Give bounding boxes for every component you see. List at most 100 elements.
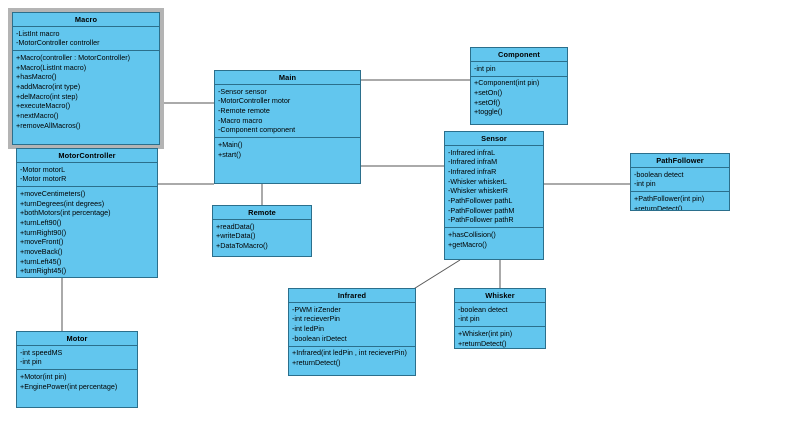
class-attributes-pathfollower: -boolean detect-int pin xyxy=(631,167,729,193)
method-row: +turnDegrees(int degrees) xyxy=(20,198,105,208)
attribute-row: -MotorController motor xyxy=(218,96,291,106)
class-attributes-sensor: -Infrared infraL-Infrared infraM-Infrare… xyxy=(445,145,543,229)
class-methods-whisker: +Whisker(int pin)+returnDetect() xyxy=(455,327,545,348)
method-row: +writeData() xyxy=(216,231,256,241)
method-row: +Motor(int pin) xyxy=(20,371,67,381)
method-row: +addMacro(int type) xyxy=(16,81,81,91)
method-row: +delMacro(int step) xyxy=(16,91,78,101)
attribute-row: -int pin xyxy=(458,314,480,324)
method-row: +nextMacro() xyxy=(16,110,59,120)
method-row: +moveBack() xyxy=(20,246,63,256)
class-attributes-infrared: -PWM irZender-int recieverPin-int ledPin… xyxy=(289,302,415,347)
class-methods-macro: +Macro(controller : MotorController)+Mac… xyxy=(13,51,159,134)
class-methods-component: +Component(int pin)+setOn()+setOf()+togg… xyxy=(471,76,567,121)
method-row: +turnLeft90() xyxy=(20,217,62,227)
class-methods-remote: +readData()+writeData()+DataToMacro() xyxy=(213,219,311,254)
attribute-row: -PathFollower pathR xyxy=(448,215,514,225)
method-row: +DataToMacro() xyxy=(216,240,268,250)
method-row: +hasCollision() xyxy=(448,229,496,239)
uml-class-main[interactable]: Main-Sensor sensor-MotorController motor… xyxy=(214,70,361,184)
attribute-row: -MotorController controller xyxy=(16,38,100,48)
method-row: +Macro(controller : MotorController) xyxy=(16,52,131,62)
method-row: +toggle() xyxy=(474,107,503,117)
method-row: +bothMotors(int percentage) xyxy=(20,208,111,218)
method-row: +EnginePower(int percentage) xyxy=(20,381,118,391)
attribute-row: -ListInt macro xyxy=(16,28,60,38)
class-name-remote: Remote xyxy=(213,206,311,220)
method-row: +hasMacro() xyxy=(16,72,57,82)
uml-class-macro[interactable]: Macro-ListInt macro-MotorController cont… xyxy=(8,8,164,149)
uml-class-sensor[interactable]: Sensor-Infrared infraL-Infrared infraM-I… xyxy=(444,131,544,260)
class-attributes-motorcontroller: -Motor motorL-Motor motorR xyxy=(17,162,157,188)
attribute-row: -boolean detect xyxy=(634,169,684,179)
attribute-row: -Motor motorL xyxy=(20,164,66,174)
attribute-row: -PathFollower pathL xyxy=(448,195,513,205)
attribute-row: -Infrared infraL xyxy=(448,147,496,157)
class-methods-infrared: +Infrared(int ledPin , int recieverPin)+… xyxy=(289,346,415,371)
attribute-row: -Macro macro xyxy=(218,115,263,125)
method-row: +moveCentimeters() xyxy=(20,188,86,198)
class-name-main: Main xyxy=(215,71,360,85)
uml-class-infrared[interactable]: Infrared-PWM irZender-int recieverPin-in… xyxy=(288,288,416,376)
method-row: +Whisker(int pin) xyxy=(458,328,513,338)
attribute-row: -int speedMS xyxy=(20,347,63,357)
class-name-pathfollower: PathFollower xyxy=(631,154,729,168)
uml-class-motor[interactable]: Motor-int speedMS-int pin +Motor(int pin)… xyxy=(16,331,138,408)
method-row: +readData() xyxy=(216,221,255,231)
attribute-row: -Remote remote xyxy=(218,105,270,115)
uml-class-motorcontroller[interactable]: MotorController-Motor motorL-Motor motor… xyxy=(16,148,158,278)
class-name-motorcontroller: MotorController xyxy=(17,149,157,163)
method-row: +turnLeft45() xyxy=(20,256,62,266)
attribute-row: -boolean irDetect xyxy=(292,333,347,343)
method-row: +returnDetect() xyxy=(458,338,507,348)
attribute-row: -PathFollower pathM xyxy=(448,205,515,215)
method-row: +Infrared(int ledPin , int recieverPin) xyxy=(292,348,407,358)
attribute-row: -Motor motorR xyxy=(20,174,67,184)
attribute-row: -int recieverPin xyxy=(292,314,340,324)
connector-sensor-infrared xyxy=(411,259,461,291)
method-row: +setOf() xyxy=(474,97,501,107)
attribute-row: -PWM irZender xyxy=(292,304,341,314)
method-row: +returnDetect() xyxy=(292,357,341,367)
method-row: +PathFollower(int pin) xyxy=(634,193,705,203)
attribute-row: -int pin xyxy=(474,63,496,73)
method-row: +setOn() xyxy=(474,87,503,97)
method-row: +turnRight90() xyxy=(20,227,67,237)
attribute-row: -Whisker whiskerR xyxy=(448,186,508,196)
method-row: +Main() xyxy=(218,139,243,149)
method-row: +Macro(ListInt macro) xyxy=(16,62,87,72)
class-name-macro: Macro xyxy=(13,13,159,27)
uml-class-pathfollower[interactable]: PathFollower-boolean detect-int pin+Path… xyxy=(630,153,730,211)
attribute-row: -Infrared infraM xyxy=(448,157,498,167)
method-row: +executeMacro() xyxy=(16,101,71,111)
uml-class-whisker[interactable]: Whisker-boolean detect-int pin+Whisker(i… xyxy=(454,288,546,349)
method-row: +turnRight45() xyxy=(20,266,67,276)
class-methods-sensor: +hasCollision()+getMacro() xyxy=(445,228,543,253)
class-attributes-component: -int pin xyxy=(471,61,567,77)
attribute-row: -Component component xyxy=(218,125,296,135)
class-methods-motorcontroller: +moveCentimeters()+turnDegrees(int degre… xyxy=(17,187,157,277)
class-name-component: Component xyxy=(471,48,567,62)
method-row: +moveFront() xyxy=(20,237,64,247)
class-methods-main: +Main()+start() xyxy=(215,138,360,163)
uml-class-remote[interactable]: Remote+readData()+writeData()+DataToMacr… xyxy=(212,205,312,257)
class-attributes-macro: -ListInt macro-MotorController controlle… xyxy=(13,26,159,52)
class-name-infrared: Infrared xyxy=(289,289,415,303)
attribute-row: -int pin xyxy=(634,179,656,189)
method-row: +getMacro() xyxy=(448,239,487,249)
attribute-row: -int ledPin xyxy=(292,323,324,333)
method-row: +removeAllMacros() xyxy=(16,120,81,130)
method-row: +start() xyxy=(218,149,241,159)
attribute-row: -Sensor sensor xyxy=(218,86,267,96)
attribute-row: -Infrared infraR xyxy=(448,166,497,176)
attribute-row: -int pin xyxy=(20,357,42,367)
uml-class-component[interactable]: Component-int pin +Component(int pin)+set… xyxy=(470,47,568,125)
class-methods-motor: +Motor(int pin)+EnginePower(int percenta… xyxy=(17,370,137,395)
method-row: +returnDetect() xyxy=(634,203,683,211)
class-name-sensor: Sensor xyxy=(445,132,543,146)
class-attributes-whisker: -boolean detect-int pin xyxy=(455,302,545,328)
class-name-motor: Motor xyxy=(17,332,137,346)
class-methods-pathfollower: +PathFollower(int pin)+returnDetect() xyxy=(631,192,729,211)
class-attributes-main: -Sensor sensor-MotorController motor-Rem… xyxy=(215,84,360,139)
